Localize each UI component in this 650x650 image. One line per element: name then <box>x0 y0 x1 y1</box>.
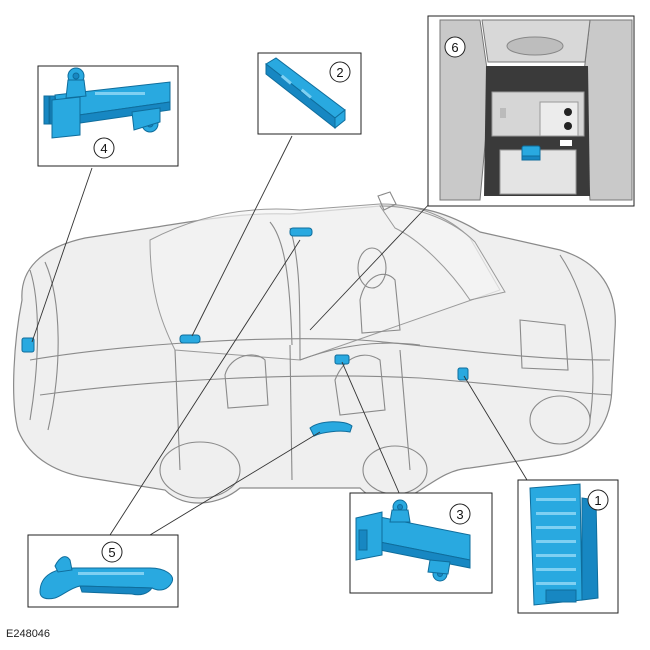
vehicle-body <box>13 191 616 504</box>
module-3-illustration <box>355 499 471 582</box>
figure-id: E248046 <box>6 628 51 640</box>
panel-6: 6 <box>427 15 635 207</box>
callout-2-label: 2 <box>336 65 343 80</box>
callout-4-circle <box>93 137 115 159</box>
panel-3: 3 <box>349 492 493 594</box>
module-2-illustration <box>265 57 346 130</box>
leader-lines <box>31 135 528 536</box>
panel-2: 2 <box>257 52 362 135</box>
callout-3-label: 3 <box>456 507 463 522</box>
panel-4: 4 <box>37 65 179 167</box>
center-console-illustration <box>439 19 633 201</box>
callout-4-label: 4 <box>100 141 107 156</box>
callout-5-circle <box>101 541 123 563</box>
callout-1-label: 1 <box>594 493 601 508</box>
callout-6-label: 6 <box>451 40 458 55</box>
panel-1: 1 <box>517 479 619 614</box>
callout-3-circle <box>449 503 471 525</box>
module-4-illustration <box>43 67 171 139</box>
callout-1-circle <box>587 489 609 511</box>
panel-5: 5 <box>27 534 179 608</box>
callout-2-circle <box>329 61 351 83</box>
callout-6-circle <box>444 36 466 58</box>
callout-5-label: 5 <box>108 545 115 560</box>
door-handle-illustration <box>39 556 174 600</box>
